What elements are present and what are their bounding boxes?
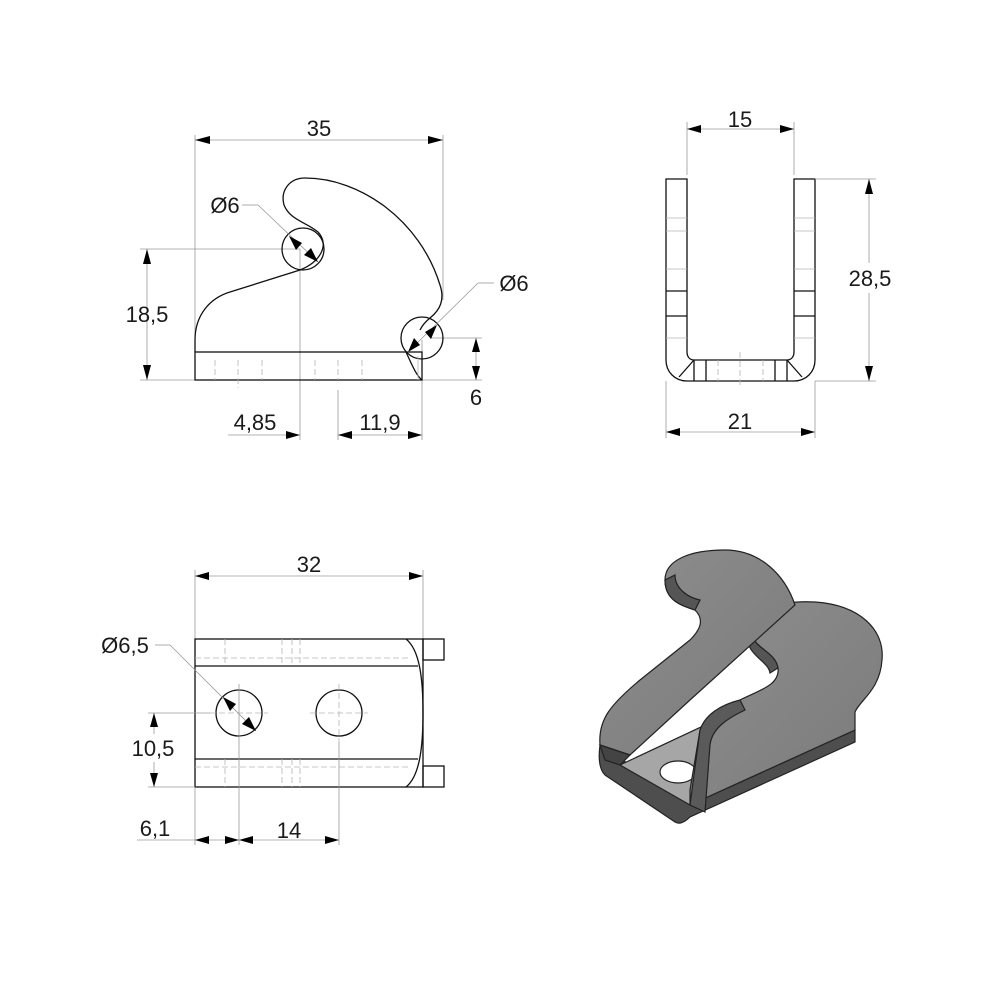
- isometric-view: [598, 549, 883, 824]
- dim-lower-hole-height: 6: [470, 385, 482, 410]
- dim-side-height: 28,5: [849, 266, 892, 291]
- dim-width-35: 35: [307, 116, 331, 141]
- dim-length: 32: [297, 552, 321, 577]
- dim-hook-height: 18,5: [126, 302, 169, 327]
- side-view: 15 28,5 21: [665, 107, 895, 438]
- dim-inner-width: 15: [728, 107, 752, 132]
- top-view: 32 Ø6,5: [101, 552, 445, 845]
- dim-outer-width: 21: [728, 409, 752, 434]
- dim-hook-offset: 4,85: [234, 410, 277, 435]
- dim-hole-dia: Ø6,5: [101, 633, 149, 658]
- dim-hole-y: 10,5: [132, 736, 175, 761]
- dim-hole-spacing: 14: [277, 818, 301, 843]
- dim-hole-x: 6,1: [140, 816, 171, 841]
- dim-lower-hole-dia: Ø6: [499, 271, 528, 296]
- dim-hook-hole-dia: Ø6: [210, 193, 239, 218]
- front-view: 35 18,5 Ø6 Ø6 6: [126, 116, 529, 440]
- dim-lower-offset: 11,9: [359, 410, 400, 435]
